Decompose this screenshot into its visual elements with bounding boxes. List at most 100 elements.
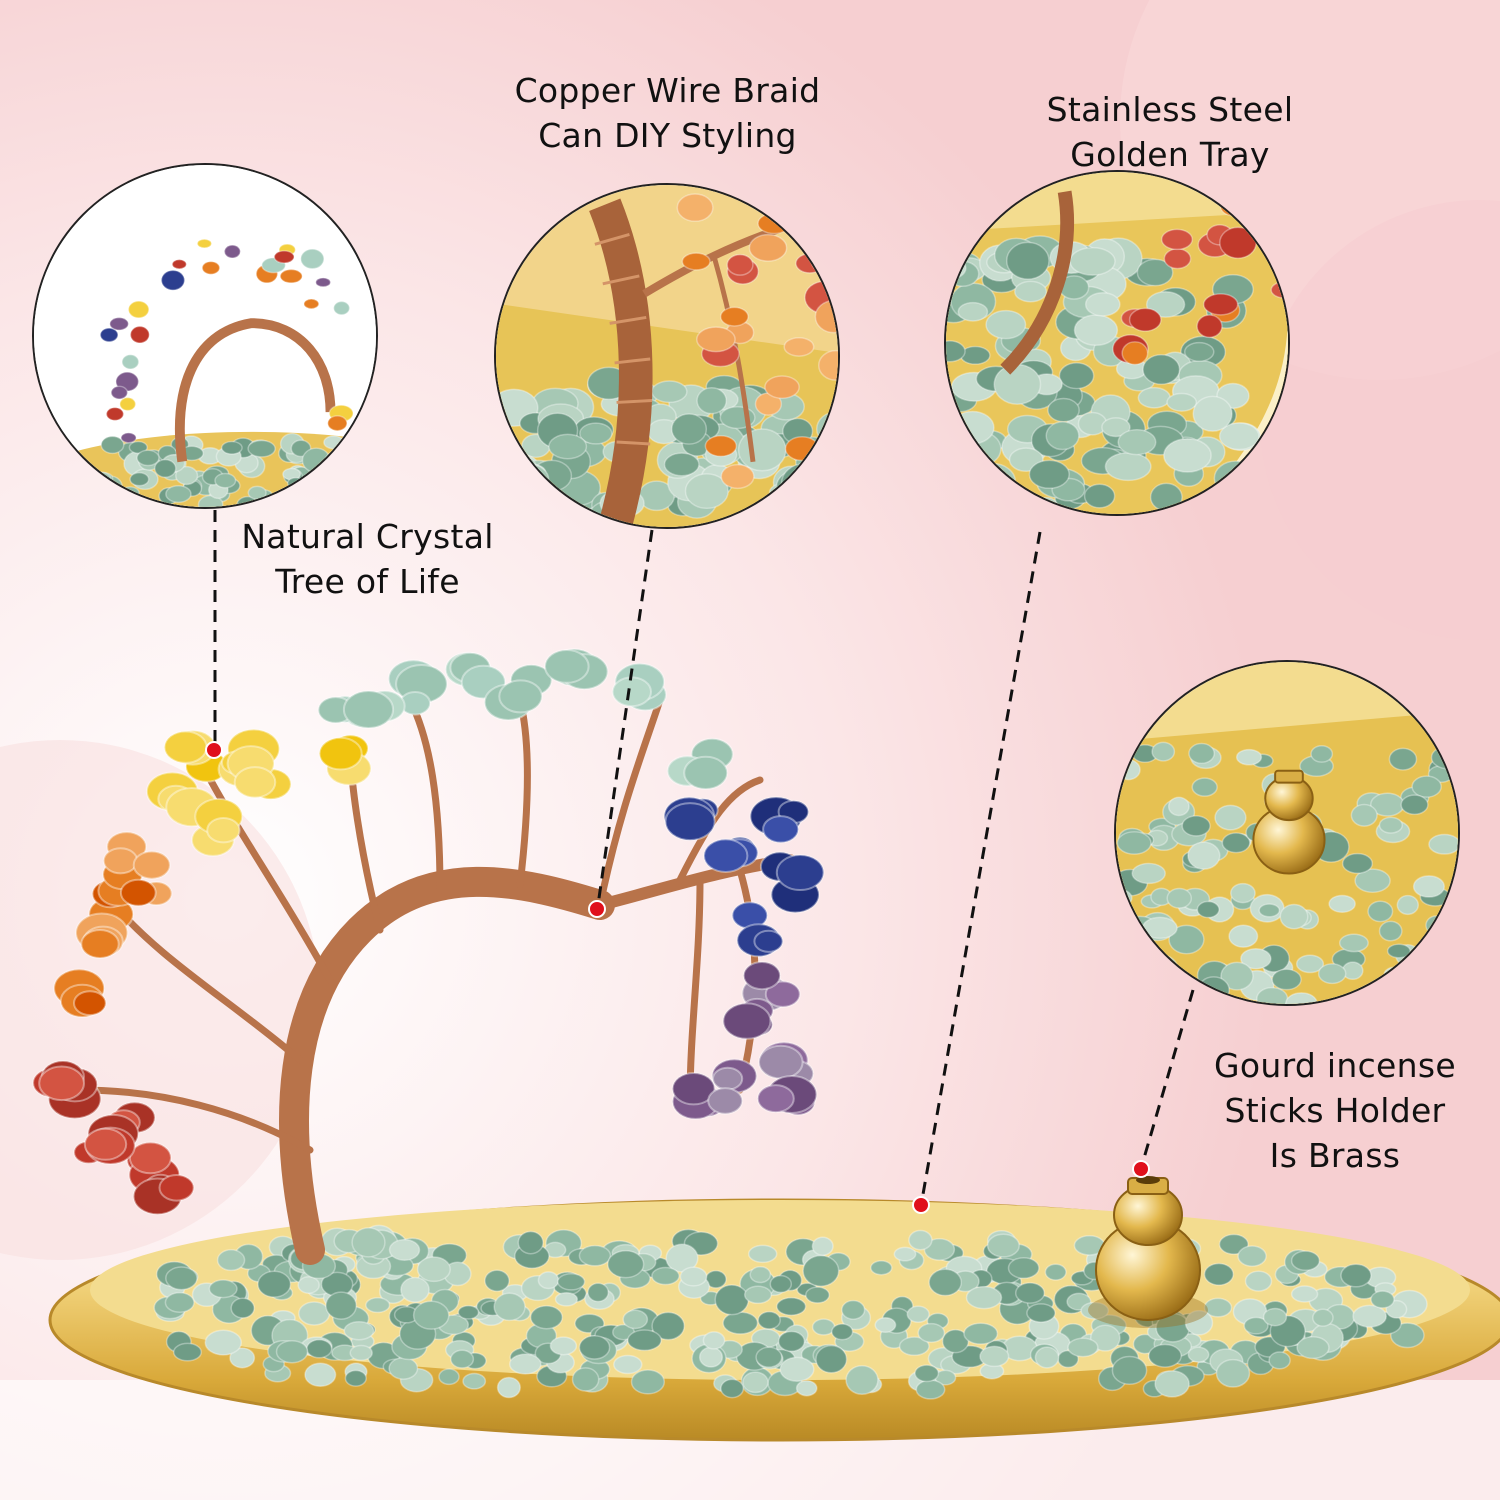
marker-dot-tree — [205, 741, 223, 759]
crystal-chip — [1104, 451, 1152, 482]
crystal-chip — [1014, 1282, 1046, 1304]
crystal-chip — [1089, 1324, 1121, 1352]
crystal-chip — [898, 1336, 930, 1357]
crystal-chip — [726, 253, 754, 276]
marker-dot-copper-wire — [588, 900, 606, 918]
crystal-chip — [1258, 903, 1281, 918]
crystal-chip — [663, 452, 700, 477]
crystal-chip — [1215, 1358, 1251, 1388]
crystal-chip — [1136, 258, 1174, 287]
crystal-chip — [1203, 1262, 1235, 1286]
crystal-chip — [611, 676, 652, 708]
zoom-circle-copper-wire — [494, 183, 840, 529]
crystal-chip — [979, 1345, 1010, 1368]
crystal-chip — [493, 1292, 526, 1322]
crystal-chip — [1243, 1316, 1269, 1335]
crystal-chip — [737, 428, 787, 472]
crystal-chip — [679, 1266, 708, 1287]
crystal-chip — [160, 269, 186, 291]
crystal-chip — [544, 649, 590, 684]
crystal-chip — [197, 494, 224, 507]
crystal-chip — [343, 1320, 375, 1341]
crystal-chip — [651, 380, 688, 404]
crystal-chip — [811, 1236, 834, 1256]
crystal-chip — [805, 1286, 830, 1304]
crystal-chip — [1328, 894, 1356, 914]
crystal-chip — [1167, 796, 1190, 817]
crystal-chip — [1168, 924, 1205, 955]
crystal-chip — [676, 193, 714, 223]
crystal-chip — [1218, 422, 1260, 451]
crystal-chip — [1378, 920, 1403, 942]
crystal-chip — [684, 473, 729, 510]
crystal-chip — [742, 961, 782, 991]
crystal-chip — [1069, 246, 1116, 276]
crystal-chip — [1080, 1301, 1110, 1320]
callout-line: Is Brass — [1269, 1136, 1401, 1175]
crystal-chip — [579, 422, 613, 445]
crystal-chip — [102, 847, 139, 875]
crystal-chip — [769, 1274, 793, 1294]
crystal-chip — [1317, 963, 1347, 985]
crystal-chip — [795, 1379, 818, 1397]
crystal-chip — [1007, 1256, 1040, 1280]
crystal-chip — [702, 1331, 726, 1350]
crystal-chip — [681, 252, 711, 271]
callout-copper-wire-braid: Copper Wire Braid Can DIY Styling — [500, 68, 835, 158]
crystal-chip — [1240, 948, 1272, 970]
crystal-chip — [1428, 833, 1458, 855]
crystal-chip — [627, 1329, 662, 1352]
crystal-chip — [1191, 777, 1218, 797]
crystal-chip — [388, 1238, 421, 1261]
crystal-chip — [230, 1297, 255, 1319]
crystal-chip — [412, 1300, 450, 1330]
crystal-chip — [696, 386, 728, 415]
callout-line: Natural Crystal — [241, 517, 494, 556]
crystal-chip — [757, 1310, 781, 1330]
crystal-chip — [941, 1329, 970, 1354]
crystal-chip — [1268, 1351, 1291, 1370]
crystal-chip — [38, 1065, 85, 1102]
crystal-chip — [775, 854, 825, 891]
crystal-chip — [1028, 459, 1070, 490]
crystal-chip — [279, 268, 303, 284]
crystal-chip — [344, 1369, 367, 1387]
crystal-chip — [498, 679, 543, 714]
crystal-chip — [136, 449, 160, 467]
crystal-chip — [720, 463, 755, 490]
crystal-chip — [342, 690, 395, 729]
crystal-chip — [1228, 924, 1259, 948]
crystal-chip — [1116, 831, 1152, 855]
crystal-chip — [743, 1285, 773, 1305]
crystal-chip — [1187, 841, 1221, 870]
crystal-chip — [917, 1322, 946, 1343]
crystal-chip — [80, 929, 120, 959]
crystal-chip — [1154, 1370, 1190, 1398]
crystal-chip — [327, 415, 348, 432]
crystal-chip — [214, 472, 237, 489]
crystal-chip — [1271, 968, 1302, 991]
crystal-chip — [1220, 961, 1254, 991]
crystal-chip — [201, 260, 221, 275]
crystal-chip — [1145, 291, 1186, 318]
crystal-chip — [671, 1072, 716, 1106]
crystal-chip — [578, 1244, 612, 1267]
crystal-chip — [165, 485, 192, 504]
crystal-chip — [220, 440, 243, 455]
crystal-chip — [1386, 943, 1411, 959]
crystal-chip — [1160, 228, 1194, 251]
crystal-chip — [1350, 803, 1378, 827]
crystal-chip — [908, 1229, 933, 1251]
crystal-chip — [349, 1344, 373, 1362]
zoom-circle-crystal-tree — [32, 163, 378, 509]
crystal-chip — [1047, 397, 1080, 423]
crystal-chip — [651, 1311, 686, 1341]
crystal-chip — [664, 802, 716, 842]
crystal-chip — [462, 1372, 487, 1390]
crystal-chip — [325, 1291, 358, 1320]
crystal-chip — [817, 349, 838, 381]
crystal-chip — [73, 990, 107, 1016]
crystal-chip — [508, 1353, 542, 1375]
crystal-chip — [549, 1336, 578, 1356]
crystal-chip — [756, 1084, 795, 1114]
